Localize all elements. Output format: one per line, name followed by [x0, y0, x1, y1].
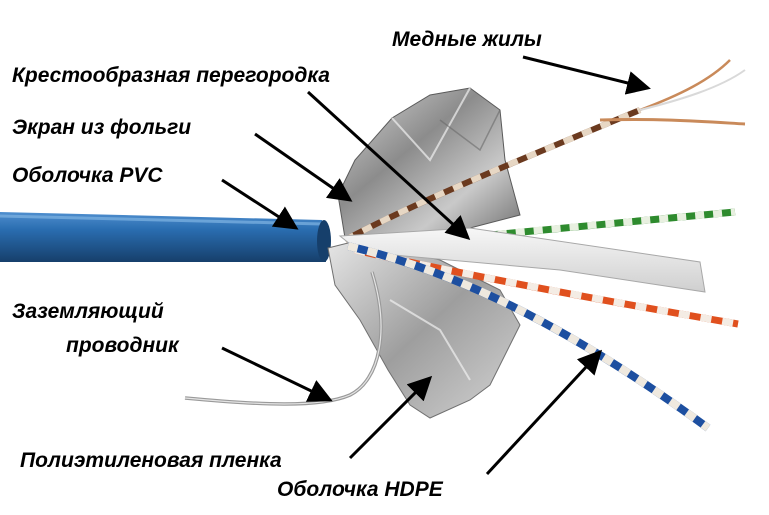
brown-pair	[343, 59, 746, 243]
arrow-cross-separator	[306, 90, 471, 241]
label-polyethylene-film: Полиэтиленовая пленка	[20, 449, 282, 472]
blue-pair	[347, 242, 711, 432]
arrow-hdpe-jacket	[485, 349, 603, 476]
label-drain-wire-line1: Заземляющий	[12, 300, 164, 323]
label-foil-shield: Экран из фольги	[12, 116, 192, 139]
arrow-pvc-jacket	[221, 178, 299, 230]
pvc-jacket	[0, 212, 331, 262]
label-pvc-jacket: Оболочка PVC	[12, 164, 163, 187]
callout-arrows	[221, 55, 651, 476]
label-hdpe-jacket: Оболочка HDPE	[277, 478, 443, 501]
label-cross-separator: Крестообразная перегородка	[12, 64, 330, 87]
label-drain-wire-line2: проводник	[66, 334, 179, 357]
arrow-foil-shield	[254, 132, 353, 202]
foil-shield	[337, 87, 521, 239]
green-pair	[479, 208, 736, 240]
arrow-drain-wire	[221, 346, 333, 402]
label-copper-cores: Медные жилы	[392, 28, 542, 51]
arrow-copper-cores	[522, 55, 651, 95]
arrow-polyethylene-film	[348, 375, 433, 460]
